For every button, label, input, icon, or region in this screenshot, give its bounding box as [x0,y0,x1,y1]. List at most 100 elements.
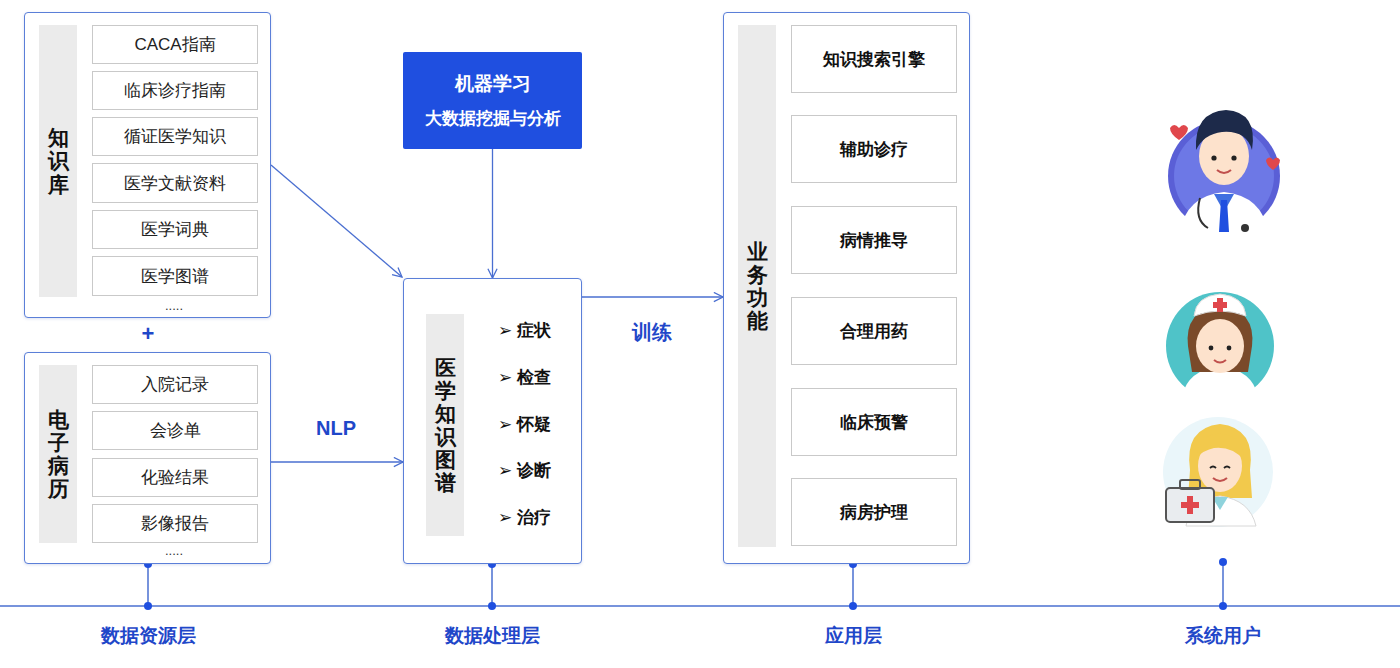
illustration-part [1180,480,1200,489]
illustration-part [1196,319,1244,373]
box-text: 知识搜索引擎 [823,48,925,71]
list-item: ➢ 怀疑 [498,413,551,436]
vertical-heading: 医学知识图谱 [435,356,456,495]
illustration-part [1219,558,1227,566]
illustration-part [1166,292,1274,402]
illustration-part [1219,602,1227,610]
flow-arrow [582,296,723,297]
item-box: 知识搜索引擎 [791,25,957,93]
flow-arrow [271,165,402,277]
box-text: 临床预警 [840,411,908,434]
header-band: 医学知识图谱 [426,314,464,536]
illustration-part [1224,467,1230,469]
box-text: 大数据挖掘与分析 [425,107,561,130]
illustration-part [1196,110,1253,150]
box-text: 医学图谱 [141,265,209,288]
box-text: 合理用药 [840,320,908,343]
illustration-part [1217,170,1231,173]
item-box: 医学图谱 [92,256,258,296]
illustration-part [1227,346,1232,351]
illustration-part [1231,155,1236,160]
illustration-part [1209,346,1214,351]
illustration-part [1222,562,1224,606]
group-panel: 医学知识图谱 ➢ 症状 ➢ 检查 ➢ 怀疑 ➢ 诊断 ➢ 治疗 [403,278,582,564]
item-box: 会诊单 [92,411,258,450]
box-text: 医学词典 [141,218,209,241]
item-box: 临床预警 [791,388,957,456]
box-text: CACA指南 [134,33,215,56]
illustration-part [1194,294,1246,316]
illustration-part [1168,120,1280,232]
illustration-part [1168,110,1280,232]
illustration-part [1214,360,1226,363]
box-text: 循证医学知识 [124,125,226,148]
illustration-part [1180,192,1268,232]
header-band: 业务功能 [738,25,776,547]
illustration-part [1266,158,1280,171]
item-box: 入院记录 [92,365,258,404]
group-panel: 业务功能 知识搜索引擎辅助诊疗病情推导合理用药临床预警病房护理 [723,12,970,564]
illustration-part [144,602,152,610]
illustration-part [488,602,496,610]
illustration-part [1198,198,1208,228]
layer-label: 应用层 [825,623,882,649]
edge-label: 训练 [629,319,675,346]
illustration-part [1219,200,1229,232]
box-text: 病情推导 [840,229,908,252]
box-text: 病房护理 [840,501,908,524]
illustration-part [1241,224,1249,232]
illustration-part [1213,302,1227,308]
illustration-part [849,602,857,610]
item-box: 医学词典 [92,210,258,249]
flow-arrow [271,461,403,462]
flow-arrow [492,149,493,278]
illustration-part [1163,417,1273,527]
illustration-part [491,564,493,606]
group-panel: 电子病历 入院记录会诊单化验结果影像报告 [24,352,271,564]
item-box: 病房护理 [791,478,957,546]
illustration-part [1211,155,1216,160]
illustration-part [147,564,149,606]
item-box: CACA指南 [92,25,258,64]
illustration-part [1188,424,1252,498]
header-band: 电子病历 [39,365,77,543]
vertical-heading: 业务功能 [747,240,768,332]
plus-sign: + [142,321,155,347]
box-text: 机器学习 [455,71,531,97]
box-text: 化验结果 [141,466,209,489]
layer-label: 数据处理层 [445,623,540,649]
item-box: 临床诊疗指南 [92,71,258,110]
item-box: 合理用药 [791,297,957,365]
box-text: 临床诊疗指南 [124,79,226,102]
list-item: ➢ 症状 [498,319,551,342]
illustration-part [852,564,854,606]
item-box: 循证医学知识 [92,117,258,156]
box-text: 会诊单 [150,419,201,442]
illustration-part [1213,478,1227,481]
illustration-part [1181,502,1199,508]
item-box: 影像报告 [92,504,258,543]
list-item: ➢ 诊断 [498,459,551,482]
illustration-part [1170,125,1188,140]
vertical-heading: 知识库 [48,126,69,195]
group-panel: 知识库 CACA指南临床诊疗指南循证医学知识医学文献资料医学词典医学图谱 [24,12,271,318]
box-text: 医学文献资料 [124,172,226,195]
illustration-part [1163,417,1273,527]
vertical-heading: 电子病历 [48,408,69,500]
illustration-part [1196,434,1244,460]
illustration-part [0,605,1400,607]
item-box: 辅助诊疗 [791,115,957,183]
item-box: 化验结果 [92,458,258,497]
item-box: 病情推导 [791,206,957,274]
list-item: ➢ 治疗 [498,506,551,529]
ellipsis-note: ..... [165,543,183,558]
box-text: 辅助诊疗 [840,138,908,161]
box-text: 影像报告 [141,512,209,535]
layer-label: 数据资源层 [101,623,196,649]
illustration-part [1210,467,1216,469]
illustration-part [1166,488,1214,522]
ellipsis-note: ..... [165,298,183,313]
list-item: ➢ 检查 [498,366,551,389]
header-band: 知识库 [39,25,77,297]
box-text: 入院记录 [141,373,209,396]
